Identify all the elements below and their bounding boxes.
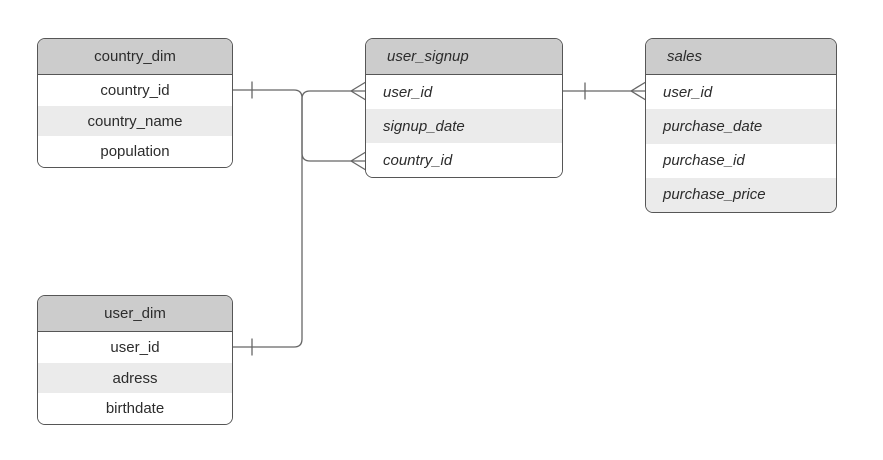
column-name: purchase_date: [663, 117, 763, 135]
column-name: purchase_id: [663, 152, 745, 170]
relationship-country-dim-to-user-signup[interactable]: [232, 81, 366, 171]
table-row: signup_date: [366, 109, 562, 143]
table-row: user_id: [366, 75, 562, 109]
entity-title: user_signup: [366, 39, 562, 75]
relationship-user-dim-to-user-signup[interactable]: [232, 81, 366, 356]
table-row: purchase_date: [646, 109, 836, 144]
table-row: population: [38, 136, 232, 167]
relationship-user-signup-to-sales[interactable]: [562, 81, 646, 101]
crow-foot-many-marker: [350, 81, 366, 101]
entity-title: user_dim: [38, 296, 232, 332]
relationship-line[interactable]: [232, 89, 366, 162]
table-row: purchase_price: [646, 177, 836, 212]
table-row: birthdate: [38, 393, 232, 424]
entity-title: country_dim: [38, 39, 232, 75]
entity-rows: country_id country_name population: [38, 75, 232, 167]
column-name: purchase_price: [663, 186, 766, 204]
column-name: user_id: [663, 83, 713, 101]
column-name: birthdate: [105, 400, 165, 418]
column-name: country_id: [383, 151, 453, 169]
column-name: user_id: [383, 83, 433, 101]
entity-rows: user_id signup_date country_id: [366, 75, 562, 177]
entity-user-signup[interactable]: user_signup user_id signup_date country_id: [365, 38, 563, 178]
table-row: purchase_id: [646, 143, 836, 178]
column-name: country_id: [100, 81, 170, 99]
entity-rows: user_id purchase_date purchase_id purchase_…: [646, 75, 836, 212]
table-row: country_id: [38, 75, 232, 106]
column-name: population: [100, 143, 170, 161]
table-row: adress: [38, 362, 232, 394]
table-row: country_name: [38, 105, 232, 137]
table-row: user_id: [38, 332, 232, 363]
column-name: signup_date: [383, 117, 465, 135]
entity-title: sales: [646, 39, 836, 75]
crow-foot-many-marker: [630, 81, 646, 101]
column-name: country_name: [87, 112, 183, 130]
relationship-line[interactable]: [232, 90, 366, 348]
crow-foot-many-marker: [350, 151, 366, 171]
column-name: user_id: [110, 338, 160, 356]
table-row: user_id: [646, 75, 836, 110]
column-name: adress: [112, 369, 158, 387]
table-row: country_id: [366, 143, 562, 177]
